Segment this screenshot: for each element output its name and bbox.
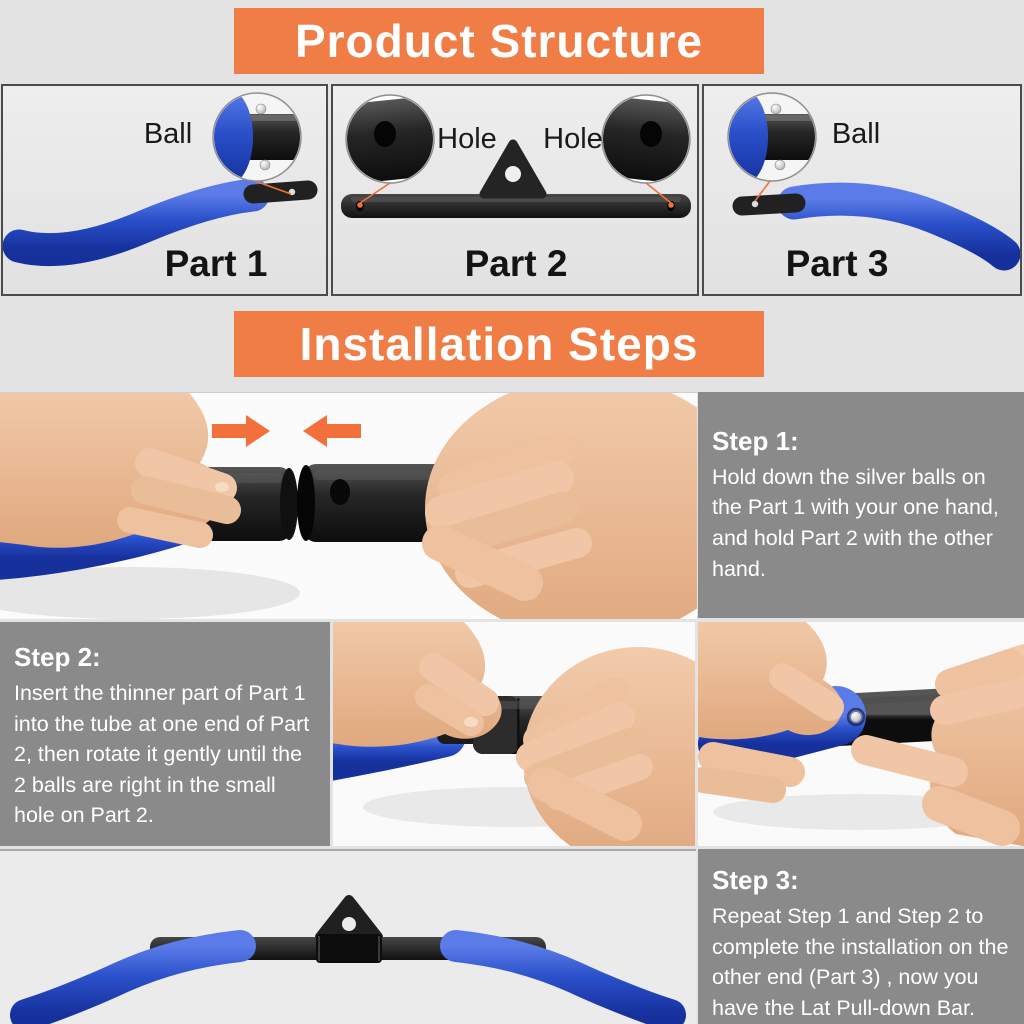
part1-illustration: Ball Part 1 [3,92,318,284]
silver-ball-in-hole [850,711,862,723]
right-thumb [922,786,1020,846]
part2-panel: Hole Hole Part 2 [331,84,699,296]
part2-tube-end [297,464,449,542]
step2-body: Insert the thinner part of Part 1 into t… [14,681,310,828]
part3-tip-ball [751,200,759,208]
silver-ball-bottom [259,159,271,171]
hole-callout-circle-right [601,94,691,184]
silver-ball-bottom [774,159,786,171]
arrow-left-icon [303,415,361,447]
left-hand [333,622,502,747]
part3-illustration: Ball Part 3 [727,92,1020,284]
step2-photo-insert [333,622,695,846]
table-shadow [0,567,300,619]
part1-ball-callout-circle [212,92,302,182]
step2b-photo-illustration [698,622,1024,846]
right-blue-handle [440,930,686,1024]
part1-panel: Ball Part 1 [1,84,328,296]
assembled-bar-illustration [0,852,696,1024]
callout-hole-right [640,121,662,147]
part3-tube-tip [732,193,806,216]
leader-dot-left [357,202,363,208]
step2-photo-rotate [698,622,1024,846]
ball-leader-line [254,180,292,195]
hole-callout-circle-left [345,94,435,184]
installation-steps-banner: Installation Steps [234,311,764,377]
part2-bar [341,194,691,218]
fingernail [215,482,229,492]
step3-title: Step 3: [712,865,799,895]
right-thumb [528,767,642,841]
installation-steps-banner-label: Installation Steps [299,318,699,370]
left-hand [0,393,241,548]
step3-photo [0,849,696,1024]
silver-ball-top [255,103,267,115]
part3-ball-label: Ball [832,118,880,150]
hole-leader-line-right [645,182,672,204]
part2-hole-label-left: Hole [437,123,497,155]
hole-leader-line-left [359,182,391,204]
step1-body: Hold down the silver balls on the Part 1… [712,464,999,581]
arrow-right-icon [212,415,270,447]
part1-blue-handle [333,715,466,781]
right-thumb [422,525,543,601]
step1-text-panel: Step 1: Hold down the silver balls on th… [698,392,1024,618]
silver-ball-top [770,103,782,115]
part3-panel: Ball Part 3 [702,84,1022,296]
part2-hanger-triangle [479,139,547,199]
step2-title: Step 2: [14,642,101,672]
right-hand [851,644,1024,846]
part3-label: Part 3 [786,243,889,284]
ball-leader-line [754,180,771,202]
step2a-photo-illustration [333,622,695,846]
index-finger [851,735,968,787]
part2-illustration: Hole Hole Part 2 [341,94,691,284]
part1-tube-tip [243,180,318,204]
part2-hole [330,479,350,505]
right-hand [516,647,695,846]
product-structure-banner-label: Product Structure [294,15,704,67]
part1-label: Part 1 [165,243,268,284]
step3-text-panel: Step 3: Repeat Step 1 and Step 2 to comp… [698,849,1024,1024]
part2-label: Part 2 [465,243,568,284]
step2-text-panel: Step 2: Insert the thinner part of Part … [0,622,330,846]
left-hand [698,622,844,803]
step1-title: Step 1: [712,425,799,456]
callout-hole-left [374,121,396,147]
part1-handle [3,178,318,267]
step1-photo [0,392,697,619]
left-thumb [117,507,213,548]
step1-photo-illustration [0,393,697,619]
product-structure-banner: Product Structure [234,8,764,74]
leader-dot-right [668,202,674,208]
fingernail [464,717,478,727]
part3-handle [732,182,1020,271]
center-sleeve [316,934,382,963]
part2-hole-label-right: Hole [543,123,603,155]
left-blue-handle [10,930,256,1024]
part1-ball-label: Ball [144,118,192,150]
step3-body: Repeat Step 1 and Step 2 to complete the… [712,904,1009,1020]
left-thumb [415,684,484,736]
right-hand [422,393,697,619]
part3-ball-callout-circle [727,92,817,182]
